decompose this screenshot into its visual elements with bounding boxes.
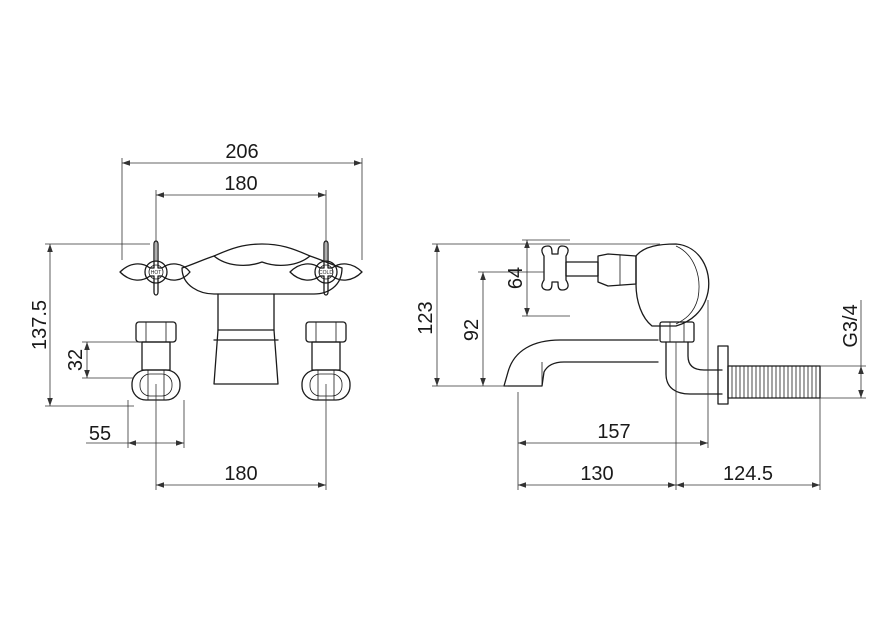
side-view: 123 92 64 G3/4 157 — [415, 239, 866, 490]
dim-55-label: 55 — [89, 423, 111, 445]
dim-32-label: 32 — [65, 349, 87, 371]
dim-64: 64 — [505, 239, 570, 317]
dim-123: 123 — [415, 243, 660, 387]
dim-180-bottom: 180 — [155, 384, 327, 490]
side-cross-handle — [541, 245, 637, 291]
dim-124-5: 124.5 — [676, 398, 821, 490]
side-flange — [717, 345, 729, 405]
dim-124-5-label: 124.5 — [723, 463, 773, 485]
right-leg — [301, 321, 351, 401]
dim-137-5-label: 137.5 — [29, 300, 51, 350]
dim-206: 206 — [121, 141, 363, 260]
side-elbow — [665, 341, 723, 395]
dim-64-label: 64 — [505, 267, 527, 289]
dim-92-label: 92 — [461, 319, 483, 341]
dim-180-bottom-label: 180 — [224, 463, 257, 485]
cold-label: COLD — [319, 270, 333, 276]
side-threaded-inlet — [727, 365, 821, 399]
dim-32: 32 — [65, 341, 142, 379]
dim-180-top: 180 — [155, 173, 327, 262]
hot-label: HOT — [151, 270, 162, 276]
dim-92: 92 — [461, 271, 544, 386]
front-spout — [213, 293, 279, 385]
left-cross-handle: HOT — [119, 240, 191, 296]
side-body — [635, 243, 710, 327]
left-leg — [131, 321, 181, 401]
dim-123-label: 123 — [415, 301, 437, 334]
dim-55: 55 — [86, 400, 185, 448]
side-nut — [659, 321, 695, 343]
dim-206-label: 206 — [225, 141, 258, 163]
dim-157: 157 — [517, 300, 709, 490]
dim-137-5: 137.5 — [29, 243, 150, 407]
dim-180-top-label: 180 — [224, 173, 257, 195]
dim-130: 130 — [518, 342, 677, 490]
front-body — [181, 243, 343, 295]
front-view: HOT COLD — [29, 141, 363, 490]
dim-157-label: 157 — [597, 421, 630, 443]
side-spout — [503, 339, 659, 387]
dim-130-label: 130 — [580, 463, 613, 485]
dim-g3-4: G3/4 — [820, 300, 866, 399]
dim-g3-4-label: G3/4 — [840, 304, 862, 347]
